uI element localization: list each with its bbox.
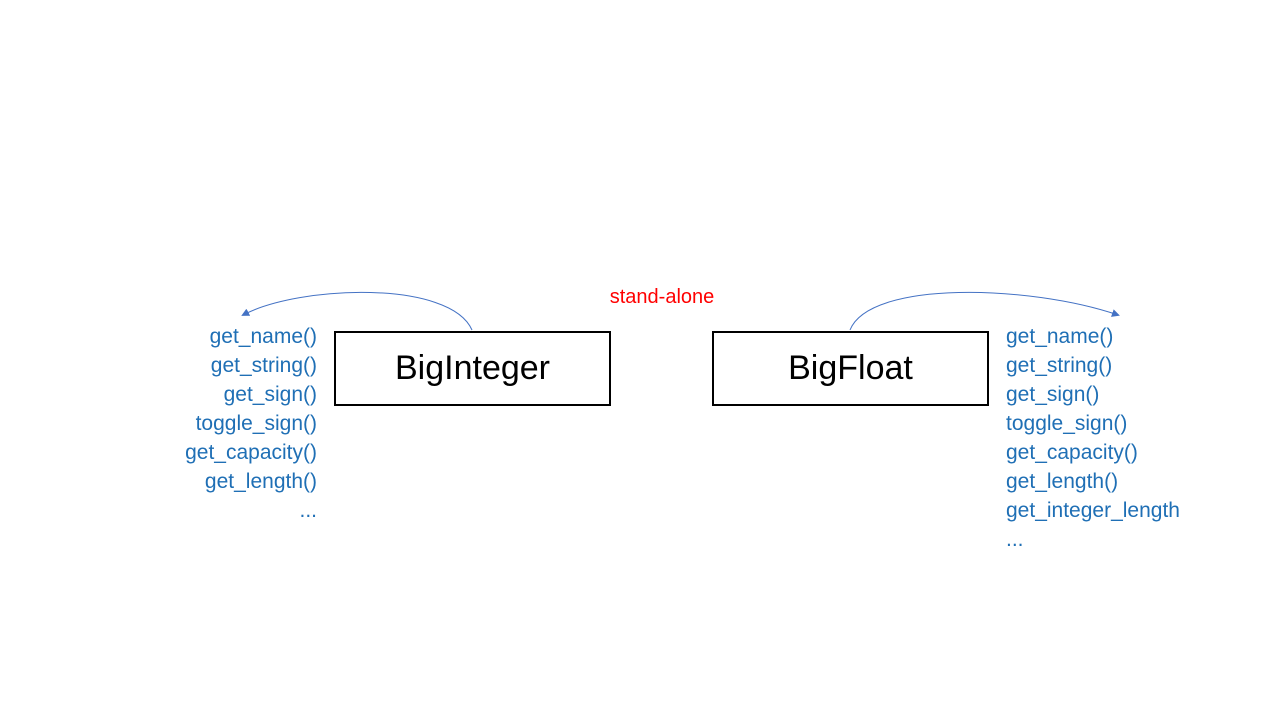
method-item: get_name() [1006,325,1114,348]
method-item: get_string() [210,354,317,377]
method-item: get_capacity() [1006,441,1138,464]
method-item: toggle_sign() [1006,412,1128,435]
method-item: get_capacity() [185,441,317,464]
stand-alone-label: stand-alone [609,286,715,308]
method-item: get_length() [204,470,317,493]
biginteger-methods-arrow [241,291,473,331]
bigfloat-methods-arrow [849,291,1120,331]
method-ellipsis: ... [299,499,317,522]
biginteger-class-name: BigInteger [395,349,550,387]
biginteger-method-list: get_name() get_string() get_sign() toggl… [185,322,317,525]
method-item: get_name() [209,325,317,348]
bigfloat-method-list: get_name() get_string() get_sign() toggl… [1006,322,1180,554]
method-item: get_string() [1006,354,1113,377]
method-item: get_integer_length [1006,499,1180,522]
bigfloat-class-box: BigFloat [712,331,989,406]
method-item: get_sign() [1006,383,1100,406]
method-ellipsis: ... [1006,528,1024,551]
method-item: get_sign() [223,383,317,406]
method-item: get_length() [1006,470,1119,493]
biginteger-class-box: BigInteger [334,331,611,406]
bigfloat-class-name: BigFloat [788,349,913,387]
method-item: toggle_sign() [195,412,317,435]
